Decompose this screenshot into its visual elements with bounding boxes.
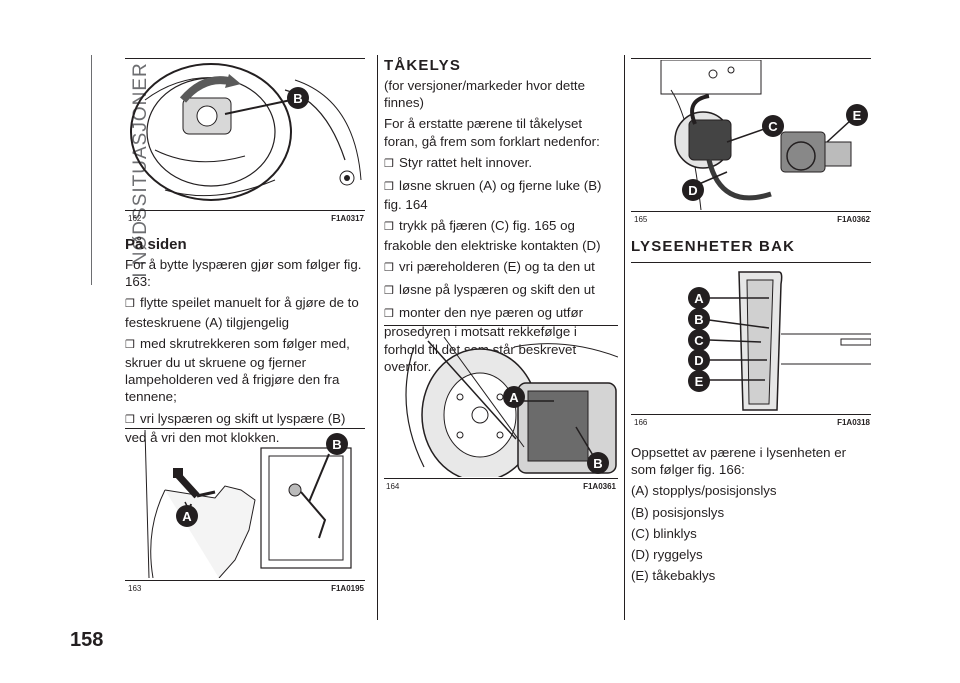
- step-icon: ❒: [384, 308, 394, 321]
- col2-intro: For å erstatte pærene til tåkelyset fora…: [384, 116, 600, 149]
- figure-code: F1A0362: [837, 215, 870, 224]
- col2-step: ❒løsne på lyspæren og skift den ut: [384, 281, 616, 300]
- svg-text:B: B: [694, 312, 703, 327]
- fog-light-cover-illustration: A B: [405, 336, 618, 477]
- bulb-item: (C) blinklys: [631, 525, 697, 541]
- figure-code: F1A0195: [331, 584, 364, 593]
- callout-a: A: [176, 505, 198, 527]
- col2-step: ❒monter den nye pæren og utfør prosedyre…: [384, 305, 584, 374]
- col2-step: ❒løsne skruen (A) og fjerne luke (B) fig…: [384, 178, 602, 213]
- step-icon: ❒: [125, 338, 135, 351]
- figure-164-caption: 164 F1A0361: [386, 482, 616, 491]
- svg-text:B: B: [593, 456, 602, 471]
- col1-intro: For å bytte lyspæren gjør som følger fig…: [125, 257, 362, 290]
- col2-step: ❒vri pæreholderen (E) og ta den ut: [384, 258, 616, 277]
- bulb-item: (E) tåkebaklys: [631, 568, 716, 584]
- figure-top-rule: [125, 58, 365, 59]
- callout-e: E: [846, 104, 868, 126]
- col2-step: ❒trykk på fjæren (C) fig. 165 og frakobl…: [384, 218, 601, 253]
- column-divider: [377, 55, 378, 620]
- callout-a: A: [503, 386, 525, 408]
- sidebar-rule: [91, 55, 92, 285]
- svg-text:A: A: [694, 291, 704, 306]
- figure-166: A B C D E: [631, 264, 871, 412]
- svg-text:A: A: [509, 390, 519, 405]
- col3-intro: Oppsettet av pærene i lysenheten er som …: [631, 445, 847, 478]
- mirror-screw-illustration: B A: [144, 430, 352, 578]
- col1-step: ❒vri lyspæren og skift ut lyspære (B) ve…: [125, 410, 346, 445]
- figure-top-rule: [125, 428, 365, 429]
- fog-bulb-holder-illustration: E C D: [660, 60, 868, 210]
- svg-text:D: D: [688, 183, 697, 198]
- callout-d: D: [682, 179, 704, 201]
- figure-bottom-rule: [631, 414, 871, 415]
- figure-bottom-rule: [384, 478, 618, 479]
- figure-code: F1A0317: [331, 214, 364, 223]
- col2-subheading: (for versjoner/markeder hvor dette finne…: [384, 78, 586, 111]
- figure-number: 163: [128, 584, 142, 593]
- figure-163: B A: [125, 430, 365, 578]
- figure-bottom-rule: [125, 580, 365, 581]
- col2-body: (for versjoner/markeder hvor dette finne…: [384, 77, 616, 379]
- svg-text:B: B: [332, 437, 341, 452]
- col1-body: For å bytte lyspæren gjør som følger fig…: [125, 256, 370, 450]
- figure-165-caption: 165 F1A0362: [634, 215, 870, 224]
- step-icon: ❒: [384, 285, 394, 298]
- callout-b: B: [326, 433, 348, 455]
- figure-number: 164: [386, 482, 400, 491]
- bulb-item: (B) posisjonslys: [631, 504, 725, 520]
- step-icon: ❒: [384, 181, 394, 194]
- col1-step: ❒med skrutrekkeren som følger med, skrue…: [125, 335, 350, 405]
- column-divider: [624, 55, 625, 620]
- step-icon: ❒: [384, 157, 394, 170]
- callout-b: B: [287, 87, 309, 109]
- callout-d: D: [688, 349, 710, 371]
- col1-step: ❒flytte speilet manuelt for å gjøre de t…: [125, 295, 359, 330]
- section-sidebar: I NØDSSITUASJONER: [79, 55, 151, 285]
- rear-lights-heading: LYSEENHETER BAK: [631, 238, 796, 255]
- figure-162-caption: 162 F1A0317: [128, 214, 364, 223]
- figure-top-rule: [384, 325, 618, 326]
- figure-number: 165: [634, 215, 648, 224]
- figure-code: F1A0361: [583, 482, 616, 491]
- figure-number: 166: [634, 418, 648, 427]
- svg-text:E: E: [853, 108, 862, 123]
- svg-text:B: B: [293, 91, 302, 106]
- step-icon: ❒: [125, 413, 135, 426]
- figure-top-rule: [631, 262, 871, 263]
- step-icon: ❒: [384, 261, 394, 274]
- figure-bottom-rule: [631, 211, 871, 212]
- figure-165: E C D: [631, 60, 871, 210]
- col3-body: Oppsettet av pærene i lysenheten er som …: [631, 444, 871, 588]
- svg-text:C: C: [768, 119, 778, 134]
- svg-text:D: D: [694, 353, 703, 368]
- callout-c: C: [762, 115, 784, 137]
- page-number: 158: [70, 629, 104, 651]
- headlamp-rear-illustration: B: [130, 63, 362, 201]
- figure-164: A B: [384, 327, 618, 477]
- svg-text:E: E: [695, 374, 704, 389]
- callout-a: A: [688, 287, 710, 309]
- callout-e: E: [688, 370, 710, 392]
- side-heading: På siden: [125, 236, 187, 253]
- bulb-item: (A) stopplys/posisjonslys: [631, 483, 777, 499]
- figure-top-rule: [631, 58, 871, 59]
- step-icon: ❒: [384, 221, 394, 234]
- figure-bottom-rule: [125, 210, 365, 211]
- svg-text:C: C: [694, 333, 704, 348]
- bulb-item: (D) ryggelys: [631, 547, 703, 563]
- figure-166-caption: 166 F1A0318: [634, 418, 870, 427]
- figure-163-caption: 163 F1A0195: [128, 584, 364, 593]
- figure-162: B: [125, 60, 365, 208]
- callout-b: B: [688, 308, 710, 330]
- step-icon: ❒: [125, 298, 135, 311]
- callout-b: B: [587, 452, 609, 474]
- callout-c: C: [688, 329, 710, 351]
- col2-step: ❒Styr rattet helt innover.: [384, 154, 616, 173]
- rear-light-cluster-illustration: A B C D E: [688, 271, 871, 411]
- figure-number: 162: [128, 214, 142, 223]
- svg-text:A: A: [182, 509, 192, 524]
- fog-lights-heading: TÅKELYS: [384, 57, 462, 74]
- figure-code: F1A0318: [837, 418, 870, 427]
